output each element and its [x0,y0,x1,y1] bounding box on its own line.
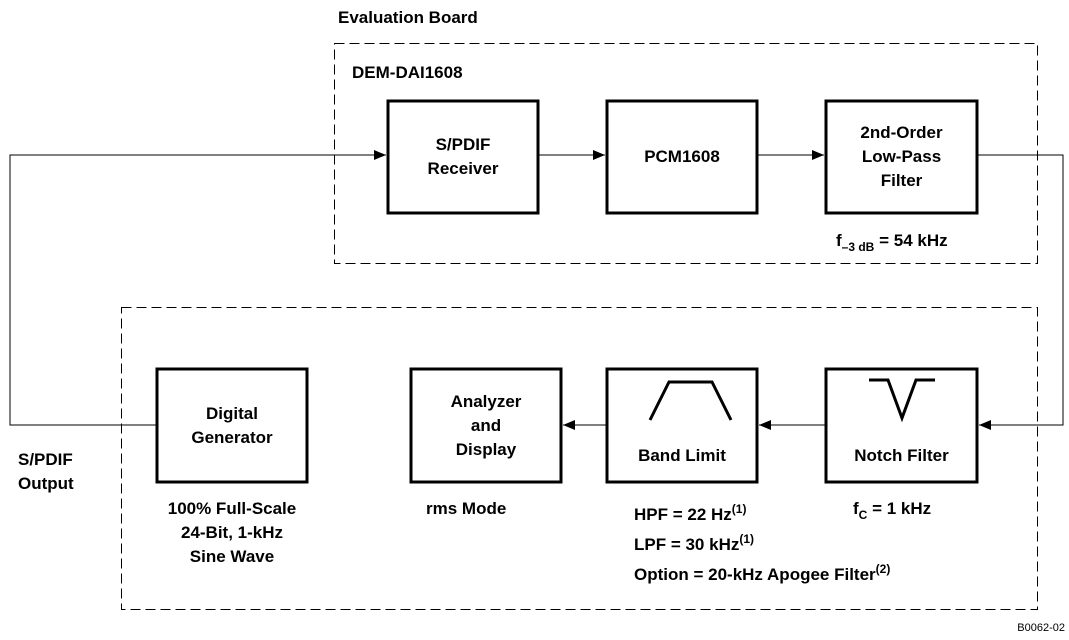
notch-response-icon [869,378,935,423]
analyzer-box [409,367,563,484]
band-limit-text: Band Limit [638,446,726,465]
digital-generator-label: Digital Generator [157,369,307,482]
board-name-label: DEM-DAI1608 [352,63,463,82]
option-spec: Option = 20-kHz Apogee Filter(2) [634,562,891,584]
generator-spec: 100% Full-Scale 24-Bit, 1-kHz Sine Wave [132,497,332,569]
analyzer-line1: Analyzer [450,391,522,411]
analyzer-line2: and [470,415,502,435]
hpf-spec: HPF = 22 Hz(1) [634,502,747,524]
arrow-generator-to-receiver [9,150,386,426]
band-limit-label: Band Limit [607,369,757,482]
f3db-subscript: –3 dB [841,240,875,254]
notch-filter-box [824,367,979,484]
test-equipment-outline [121,307,1038,610]
lowpass-line3: Filter [880,171,923,190]
arrow-lowpass-to-notch [977,154,1064,430]
evaluation-board-title: Evaluation Board [338,8,478,27]
lowpass-line1: 2nd-Order [860,123,943,142]
generator-line1: Digital [206,403,258,423]
spdif-output-line1: S/PDIF [18,450,73,469]
notch-spec-subscript: C [858,508,868,522]
analyzer-line3: Display [455,439,517,459]
digital-generator-box [155,367,309,484]
pcm1608-text: PCM1608 [644,147,720,166]
spdif-receiver-line2: Receiver [427,159,499,178]
notch-spec: fC = 1 kHz [853,499,932,522]
band-limit-box [605,367,759,484]
evaluation-board-outline [334,43,1038,264]
analyzer-label: Analyzer and Display [411,369,561,482]
generator-spec-line3: Sine Wave [189,547,275,566]
spdif-output-line2: Output [18,474,74,493]
figure-id: B0062-02 [1017,622,1065,634]
generator-spec-line1: 100% Full-Scale [167,499,297,518]
bandpass-response-icon [648,380,733,421]
lowpass-line2: Low-Pass [861,147,942,166]
spdif-receiver-label: S/PDIF Receiver [388,101,538,213]
notch-filter-label: Notch Filter [826,369,977,482]
lpf-spec: LPF = 30 kHz(1) [634,532,755,554]
spdif-receiver-line1: S/PDIF [435,135,491,154]
generator-line2: Generator [191,427,273,447]
spdif-receiver-box [386,99,540,215]
band-limit-spec: HPF = 22 Hz(1) LPF = 30 kHz(1) Option = … [634,497,890,587]
generator-spec-line2: 24-Bit, 1-kHz [180,523,284,542]
analyzer-mode-label: rms Mode [426,499,507,518]
lowpass-filter-label: 2nd-Order Low-Pass Filter [826,101,977,213]
notch-filter-text: Notch Filter [854,446,949,465]
pcm1608-label: PCM1608 [607,101,757,213]
lowpass-filter-box [824,99,979,215]
f3db-annotation: f–3 dB = 54 kHz [836,231,948,254]
spdif-output-label: S/PDIF Output [18,448,74,496]
pcm1608-box [605,99,759,215]
